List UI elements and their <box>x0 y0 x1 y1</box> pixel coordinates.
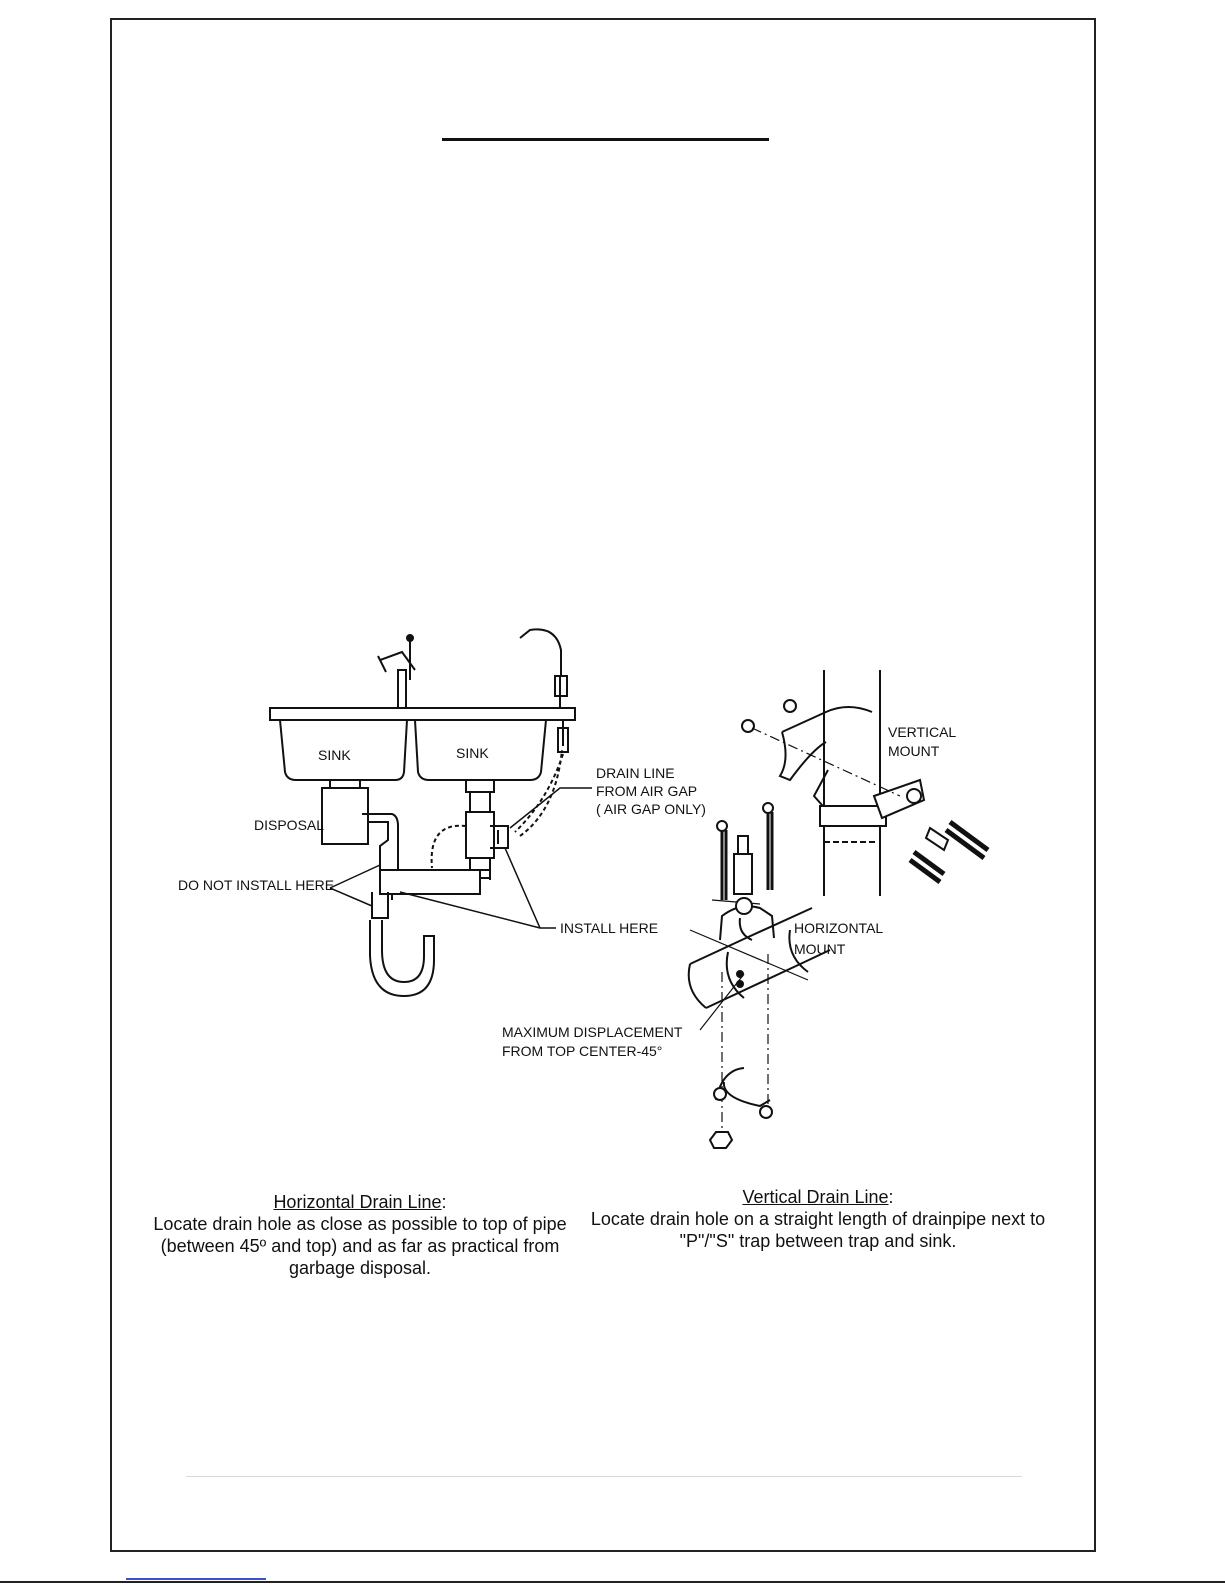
label-vertical-2: MOUNT <box>888 743 940 759</box>
mixer-faucet <box>377 640 416 708</box>
ro-faucet <box>519 628 568 708</box>
right-sink-bowl <box>414 719 547 781</box>
vertical-pipe <box>823 670 881 896</box>
bottom-edge-line <box>0 1581 1225 1583</box>
caption-vertical-line: "P"/"S" trap between trap and sink. <box>679 1231 957 1251</box>
caption-vertical-colon: : <box>888 1187 894 1207</box>
label-disposal: DISPOSAL <box>254 817 324 833</box>
label-vertical-1: VERTICAL <box>888 724 956 740</box>
label-do-not-install: DO NOT INSTALL HERE <box>178 877 334 893</box>
caption-horizontal: Horizontal Drain Line: Locate drain hole… <box>150 1191 570 1279</box>
label-drain-line-1: DRAIN LINE <box>596 765 675 781</box>
caption-horizontal-colon: : <box>441 1192 447 1212</box>
left-sink-bowl <box>279 719 408 781</box>
caption-vertical: Vertical Drain Line: Locate drain hole o… <box>588 1186 1048 1252</box>
label-max-disp-2: FROM TOP CENTER-45° <box>502 1043 662 1059</box>
page-border <box>110 18 1096 1552</box>
caption-horizontal-line: Locate drain hole as close as possible t… <box>153 1214 567 1234</box>
caption-horizontal-line: garbage disposal. <box>288 1258 432 1278</box>
title-underline <box>442 138 769 141</box>
label-horizontal-1: HORIZONTAL <box>794 920 883 936</box>
bottom-link-underline[interactable] <box>126 1578 266 1580</box>
countertop <box>269 707 576 721</box>
label-drain-line-3: ( AIR GAP ONLY) <box>596 801 706 817</box>
caption-horizontal-line: (between 45º and top) and as far as prac… <box>160 1236 560 1256</box>
label-install-here: INSTALL HERE <box>560 920 658 936</box>
caption-vertical-line: Locate drain hole on a straight length o… <box>590 1209 1046 1229</box>
label-max-disp-1: MAXIMUM DISPLACEMENT <box>502 1024 683 1040</box>
label-horizontal-2: MOUNT <box>794 941 846 957</box>
label-drain-line-2: FROM AIR GAP <box>596 783 697 799</box>
drain-installation-diagram: SINK SINK DISPOSAL DRAIN LINE FROM AIR G… <box>178 628 990 1149</box>
horizontal-pipe <box>687 907 831 1009</box>
p-trap <box>369 920 435 998</box>
label-sink-right: SINK <box>456 745 489 761</box>
label-sink-left: SINK <box>318 747 351 763</box>
footer-divider <box>186 1476 1022 1477</box>
caption-horizontal-heading: Horizontal Drain Line <box>273 1192 442 1212</box>
caption-vertical-heading: Vertical Drain Line <box>742 1187 889 1207</box>
disposal-unit <box>321 780 369 845</box>
